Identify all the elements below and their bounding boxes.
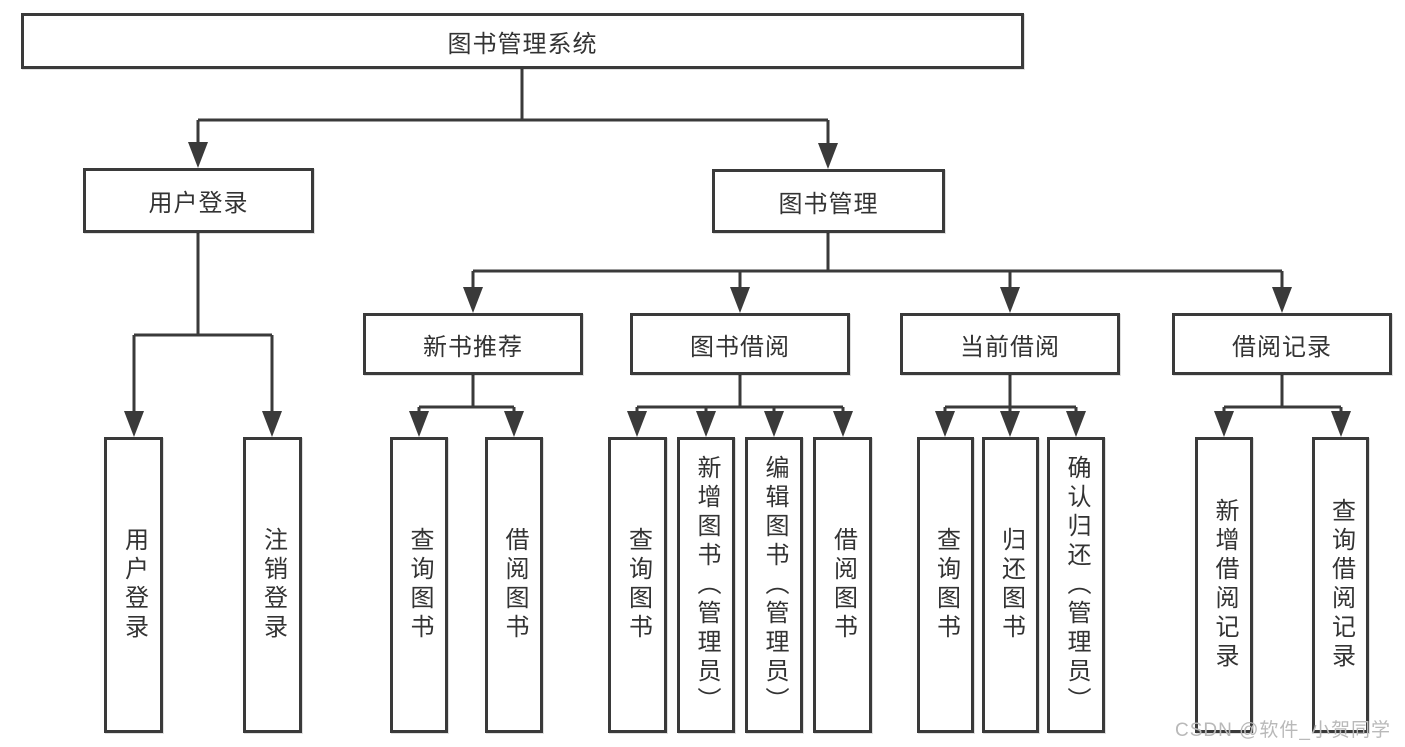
leaf-logout-label: 注销登录 [259, 527, 287, 643]
node-book-management: 图书管理 [712, 169, 945, 233]
node-new-book-recommend: 新书推荐 [363, 313, 583, 375]
leaf-recommend-query-books: 查询图书 [390, 437, 448, 733]
leaf-return-book: 归还图书 [982, 437, 1039, 733]
connector-root-to-level2 [188, 69, 838, 169]
leaf-current-query-books: 查询图书 [917, 437, 974, 733]
connector-recommend-to-leaves [409, 375, 524, 437]
leaf-add-book-admin-label: 新增图书（管理员） [693, 454, 720, 716]
node-current-borrow: 当前借阅 [900, 313, 1120, 375]
leaf-return-book-label: 归还图书 [997, 527, 1025, 643]
leaf-add-book-admin: 新增图书（管理员） [677, 437, 735, 733]
leaf-confirm-return-admin: 确认归还（管理员） [1047, 437, 1105, 733]
connector-bookmgmt-to-level3 [463, 233, 1292, 313]
leaf-add-borrow-record-label: 新增借阅记录 [1211, 498, 1238, 672]
leaf-borrow-borrow-books: 借阅图书 [813, 437, 872, 733]
leaf-add-borrow-record: 新增借阅记录 [1195, 437, 1253, 733]
leaf-query-borrow-record: 查询借阅记录 [1312, 437, 1369, 733]
leaf-recommend-borrow-books: 借阅图书 [485, 437, 543, 733]
leaf-borrow-borrow-books-label: 借阅图书 [829, 527, 857, 643]
leaf-recommend-borrow-books-label: 借阅图书 [501, 527, 528, 643]
connector-userlogin-to-leaves [124, 233, 282, 437]
node-book-borrow: 图书借阅 [630, 313, 850, 375]
leaf-current-query-books-label: 查询图书 [932, 527, 960, 643]
connector-borrow-to-leaves [627, 375, 853, 437]
leaf-recommend-query-books-label: 查询图书 [406, 527, 433, 643]
leaf-user-login: 用户登录 [104, 437, 163, 733]
connector-records-to-leaves [1214, 375, 1351, 437]
leaf-user-login-label: 用户登录 [120, 527, 148, 643]
leaf-edit-book-admin-label: 编辑图书（管理员） [761, 454, 788, 716]
node-system-root: 图书管理系统 [21, 13, 1024, 69]
leaf-edit-book-admin: 编辑图书（管理员） [745, 437, 803, 733]
leaf-query-borrow-record-label: 查询借阅记录 [1327, 498, 1355, 672]
node-borrow-records: 借阅记录 [1172, 313, 1392, 375]
csdn-watermark: CSDN @软件_小贺同学 [1175, 720, 1391, 741]
connector-current-to-leaves [935, 375, 1086, 437]
node-user-login: 用户登录 [83, 168, 314, 233]
leaf-logout: 注销登录 [243, 437, 302, 733]
leaf-borrow-query-books: 查询图书 [608, 437, 667, 733]
leaf-confirm-return-admin-label: 确认归还（管理员） [1063, 454, 1090, 716]
leaf-borrow-query-books-label: 查询图书 [624, 527, 652, 643]
